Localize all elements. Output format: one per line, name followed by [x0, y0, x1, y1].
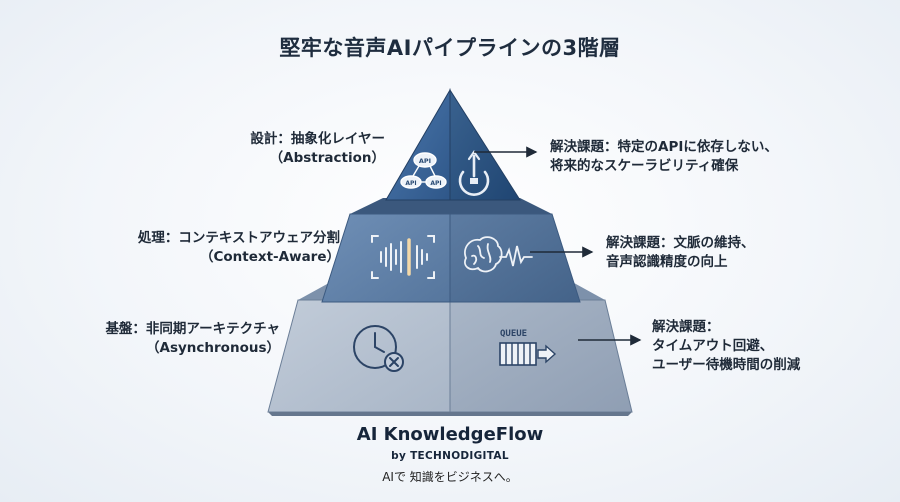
- layer-middle: [321, 198, 581, 303]
- label-middle-right: 解決課題：文脈の維持、 音声認識精度の向上: [606, 234, 755, 272]
- label-top-right: 解決課題：特定のAPIに依存しない、 将来的なスケーラビリティ確保: [550, 138, 778, 176]
- queue-label: QUEUE: [500, 329, 527, 339]
- label-middle-right-sub: 音声認識精度の向上: [606, 254, 728, 270]
- label-bottom-right-sub: タイムアウト回避、: [652, 338, 774, 354]
- label-top-left-title: 設計：抽象化レイヤー: [250, 131, 385, 147]
- page-title: 堅牢な音声AIパイプラインの3階層: [279, 36, 621, 60]
- clock-cancel-icon: [353, 325, 404, 372]
- brand-tagline: AIで 知識をビジネスへ。: [382, 470, 518, 484]
- label-top-right-title: 解決課題：特定のAPIに依存しない、: [550, 139, 778, 155]
- label-bottom-right-title: 解決課題：: [652, 319, 720, 335]
- layer-bottom-base: [268, 412, 632, 416]
- layer-top-right-face: [449, 88, 521, 201]
- label-bottom-right-sub2: ユーザー待機時間の削減: [652, 357, 801, 373]
- api-label-2: API: [405, 180, 416, 187]
- brand-name: AI KnowledgeFlow: [356, 424, 544, 445]
- layer-bottom-left-face: [267, 299, 451, 413]
- label-bottom-left-title: 基盤：非同期アーキテクチャ: [105, 321, 280, 337]
- label-bottom-left-sub: （Asynchronous）: [146, 340, 280, 356]
- queue-icon: [499, 342, 557, 366]
- api-label-3: API: [430, 180, 441, 187]
- sound-wave-icon: [371, 235, 435, 279]
- layer-middle-top-face: [350, 198, 552, 214]
- label-middle-left: 処理：コンテキストアウェア分割 （Context-Aware）: [138, 229, 340, 267]
- label-middle-right-title: 解決課題：文脈の維持、: [606, 235, 755, 251]
- label-bottom-right: 解決課題： タイムアウト回避、 ユーザー待機時間の削減: [652, 318, 800, 375]
- brain-wave-icon: [464, 236, 533, 273]
- brand-by: by TECHNODIGITAL: [391, 450, 509, 462]
- label-bottom-left: 基盤：非同期アーキテクチャ （Asynchronous）: [105, 320, 280, 358]
- label-middle-left-title: 処理：コンテキストアウェア分割: [137, 230, 340, 246]
- api-label-1: API: [419, 157, 431, 165]
- label-top-left-sub: （Abstraction）: [269, 150, 385, 166]
- label-middle-left-sub: （Context-Aware）: [199, 249, 340, 265]
- label-top-right-sub: 将来的なスケーラビリティ確保: [550, 158, 739, 174]
- api-cloud-network-icon: [400, 152, 447, 189]
- label-top-left: 設計：抽象化レイヤー （Abstraction）: [250, 130, 385, 168]
